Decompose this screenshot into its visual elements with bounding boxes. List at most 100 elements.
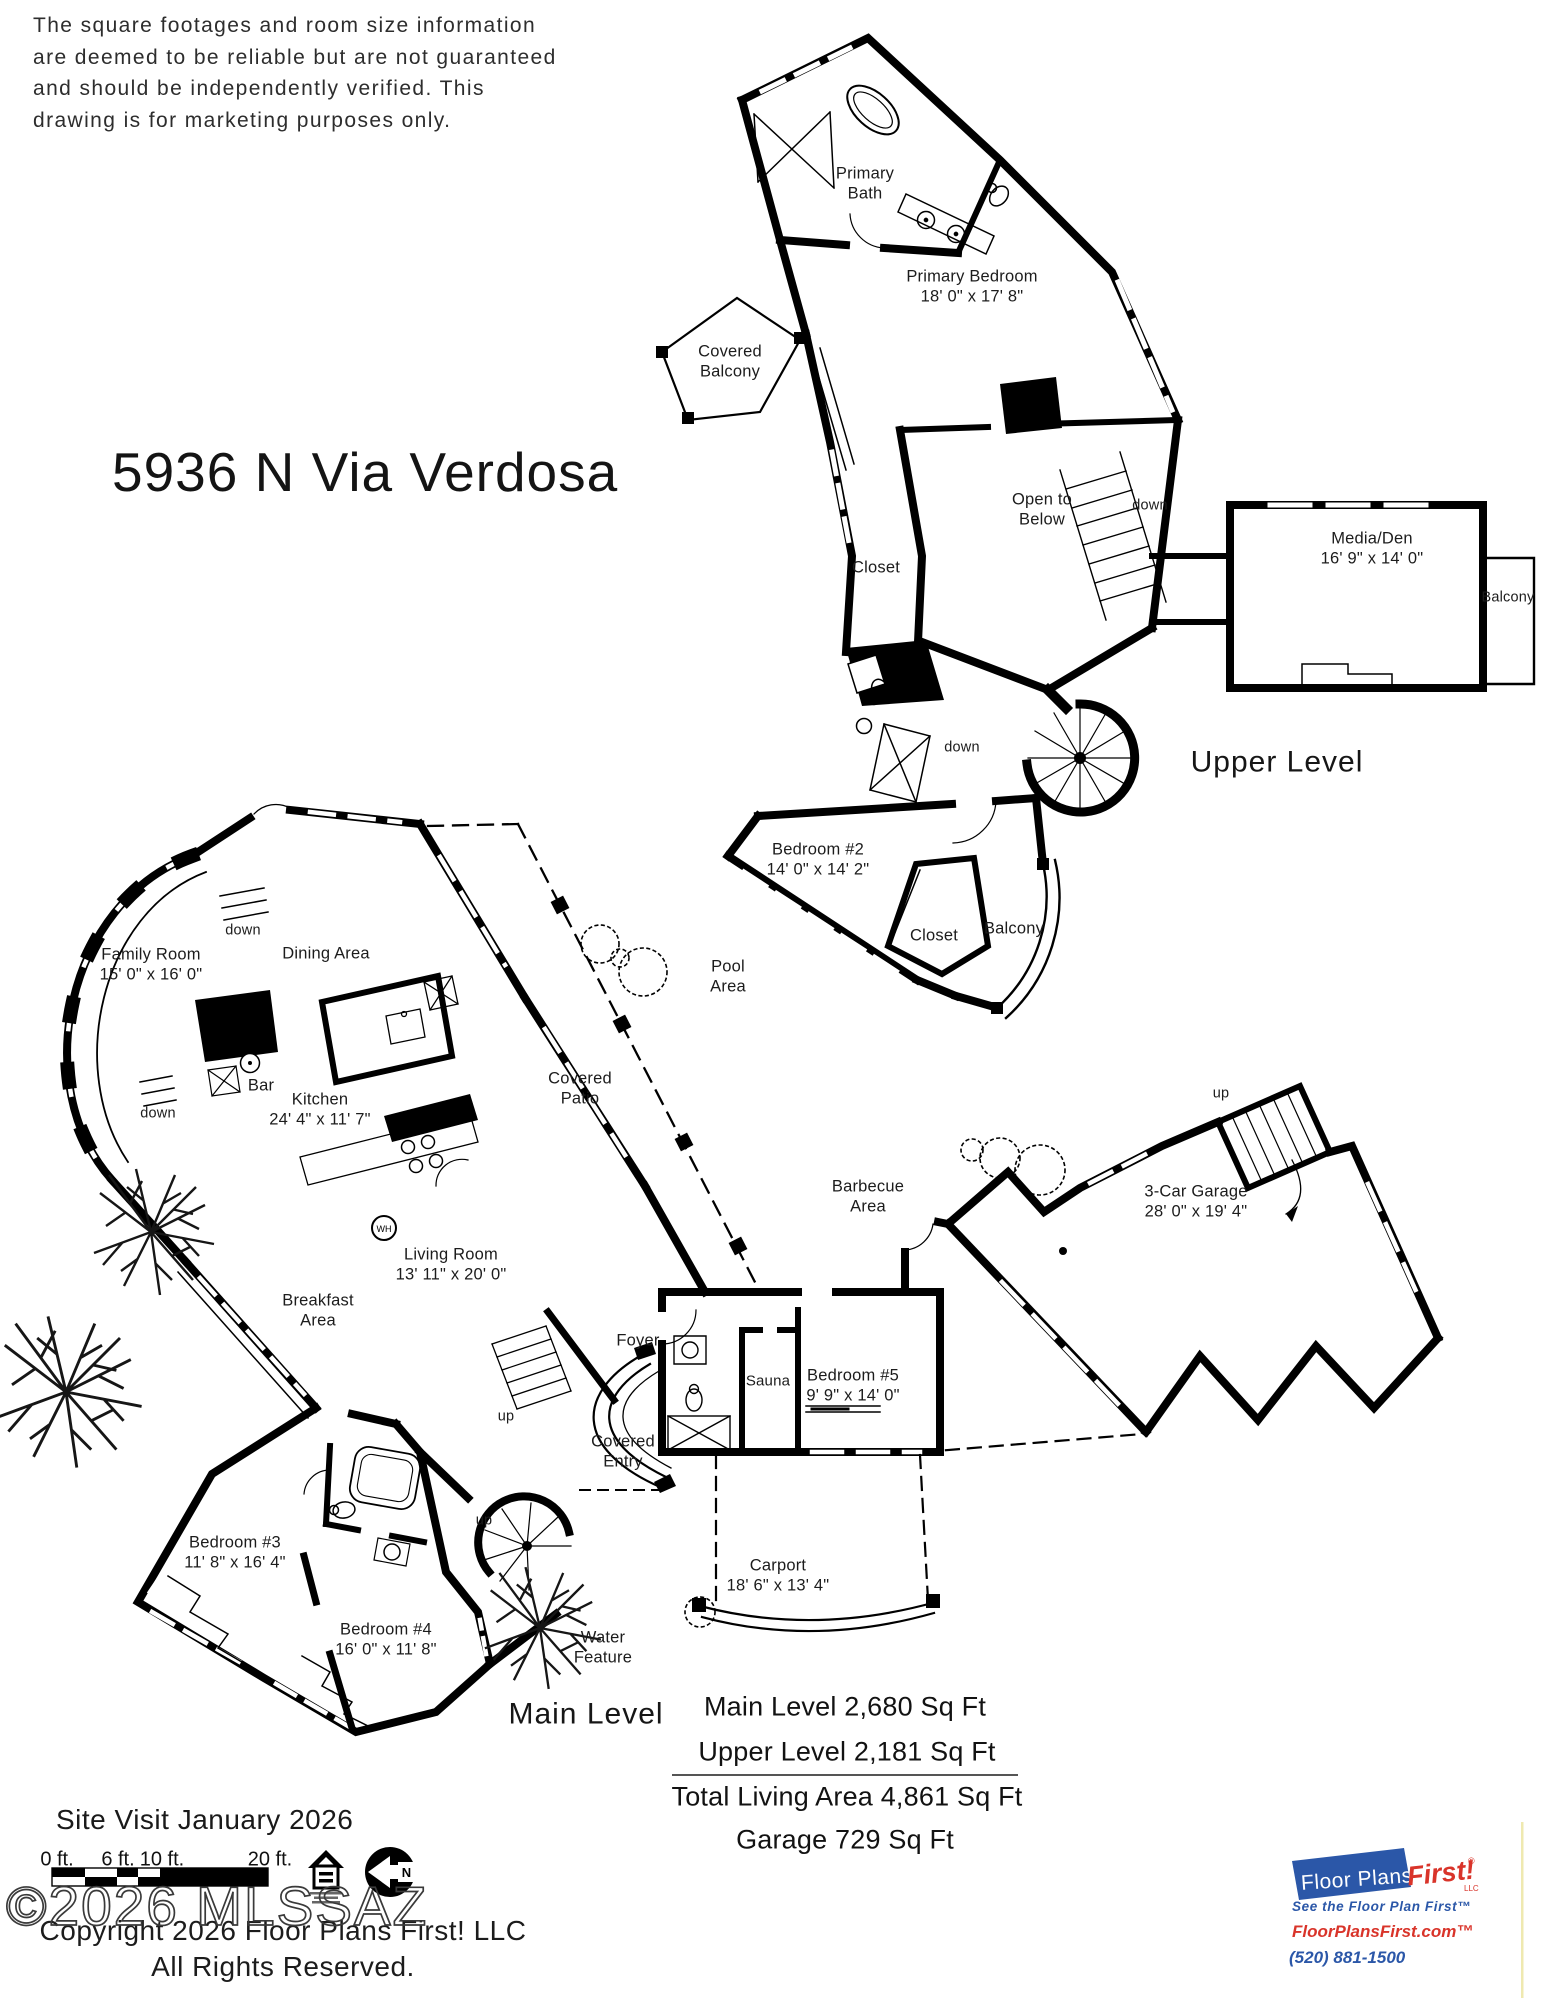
room-label-closet-primary: Closet bbox=[852, 558, 900, 577]
spiral-stairs-icon bbox=[1022, 699, 1140, 817]
disclaimer: The square footages and room size inform… bbox=[33, 10, 557, 136]
stairs-up-label: up bbox=[497, 1408, 515, 1425]
room-dims: 28' 0" x 19' 4" bbox=[1144, 1202, 1248, 1220]
stove-icon bbox=[299, 1094, 479, 1187]
powder-bath-fixtures bbox=[667, 1335, 731, 1451]
stairs-down-label: down bbox=[944, 739, 980, 756]
room-dims: 18' 6" x 13' 4" bbox=[726, 1576, 830, 1594]
summary-divider bbox=[672, 1774, 1018, 1776]
logo-phone: (520) 881-1500 bbox=[1289, 1948, 1406, 1967]
stairs-down-icon bbox=[1059, 451, 1167, 621]
room-dims: 18' 0" x 17' 8" bbox=[920, 287, 1024, 305]
stairs-down-label: down bbox=[1132, 497, 1168, 514]
stairs-up-icon bbox=[491, 1307, 619, 1410]
summary-total-sqft: Total Living Area 4,861 Sq Ft bbox=[671, 1781, 1023, 1812]
room-label-media-den: Media/Den 16' 9" x 14' 0" bbox=[1321, 530, 1424, 569]
svg-text:N: N bbox=[402, 1865, 411, 1880]
room-label-bedroom-2: Bedroom #2 14' 0" x 14' 2" bbox=[767, 841, 870, 880]
north-compass-icon: N bbox=[365, 1847, 415, 1897]
room-name: Bedroom #3 bbox=[189, 1533, 281, 1552]
bathtub-icon bbox=[846, 84, 900, 136]
room-label-garage: 3-Car Garage 28' 0" x 19' 4" bbox=[1144, 1183, 1247, 1222]
covered-balcony-rails bbox=[656, 296, 806, 424]
room-label-breakfast-area: Breakfast Area bbox=[282, 1291, 354, 1330]
room-label-primary-bath: Primary Bath bbox=[835, 164, 895, 203]
room-label-bedroom-5: Bedroom #5 9' 9" x 14' 0" bbox=[806, 1367, 899, 1406]
room-label-primary-bedroom: Primary Bedroom 18' 0" x 17' 8" bbox=[906, 268, 1037, 307]
disclaimer-line: The square footages and room size inform… bbox=[33, 14, 537, 37]
room-dims: 9' 9" x 14' 0" bbox=[806, 1386, 900, 1404]
shower-icon bbox=[752, 110, 836, 190]
step-lines bbox=[139, 887, 269, 1107]
spiral-stairs-icon-2 bbox=[474, 1492, 574, 1591]
upper-level-title: Upper Level bbox=[1190, 745, 1364, 779]
room-dims: 16' 0" x 11' 8" bbox=[335, 1640, 437, 1658]
room-label-balcony-media: Balcony bbox=[1481, 589, 1535, 606]
room-name: Primary Bedroom bbox=[906, 267, 1038, 286]
scale-tick-10: 10 ft. bbox=[139, 1848, 185, 1871]
brand-logo-shape bbox=[1292, 1848, 1411, 1900]
bathtub-icon-2 bbox=[348, 1446, 422, 1510]
room-label-barbecue-area: Barbecue Area bbox=[831, 1177, 905, 1216]
logo-website: FloorPlansFirst.com™ bbox=[1292, 1922, 1474, 1941]
room-label-water-feature: Water Feature bbox=[573, 1628, 633, 1667]
room-name: Bedroom #5 bbox=[807, 1366, 899, 1385]
summary-garage-sqft: Garage 729 Sq Ft bbox=[736, 1824, 954, 1855]
room-label-covered-patio: Covered Patio bbox=[548, 1069, 612, 1108]
room-label-kitchen: Kitchen 24' 4" x 11' 7" bbox=[269, 1091, 370, 1130]
page-edge-accent bbox=[1521, 1822, 1524, 1998]
equal-housing-icon bbox=[308, 1850, 344, 1904]
room-dims: 16' 9" x 14' 0" bbox=[1320, 549, 1424, 567]
room-name: 3-Car Garage bbox=[1144, 1182, 1248, 1201]
room-dims: 24' 4" x 11' 7" bbox=[269, 1110, 371, 1128]
stairs-up-label: up bbox=[475, 1512, 493, 1529]
scale-bar bbox=[51, 1867, 269, 1887]
room-name: Carport bbox=[749, 1556, 807, 1575]
disclaimer-line: and should be independently verified. Th… bbox=[33, 77, 485, 100]
patio-boundary bbox=[426, 822, 760, 1290]
summary-upper-sqft: Upper Level 2,181 Sq Ft bbox=[698, 1736, 996, 1767]
room-label-sauna: Sauna bbox=[745, 1372, 791, 1390]
balcony-rails-2 bbox=[991, 858, 1061, 1020]
room-dims: 13' 11" x 20' 0" bbox=[395, 1265, 507, 1283]
summary-main-sqft: Main Level 2,680 Sq Ft bbox=[703, 1691, 987, 1722]
room-label-dining-area: Dining Area bbox=[282, 944, 370, 963]
room-name: Media/Den bbox=[1331, 529, 1413, 548]
covered-entry-arcs bbox=[579, 1342, 676, 1493]
water-heater-label: WH bbox=[377, 1224, 392, 1234]
stairs-up-label: up bbox=[1212, 1085, 1230, 1102]
bathroom-fixtures-icon bbox=[855, 678, 932, 803]
room-label-open-to-below: Open to Below bbox=[1011, 490, 1073, 529]
room-dims: 11' 8" x 16' 4" bbox=[184, 1553, 286, 1571]
room-label-foyer: Foyer bbox=[616, 1331, 660, 1350]
disclaimer-line: drawing is for marketing purposes only. bbox=[33, 108, 452, 132]
toilet-icon bbox=[328, 1501, 411, 1567]
balcony-rails bbox=[1481, 556, 1536, 686]
scale-tick-0: 0 ft. bbox=[40, 1848, 74, 1871]
stairs-down-label: down bbox=[225, 922, 261, 939]
room-label-pool-area: Pool Area bbox=[710, 957, 746, 996]
room-label-closet-bed2: Closet bbox=[910, 926, 958, 945]
room-label-balcony-bed2: Balcony bbox=[983, 919, 1045, 938]
upper-level-plan bbox=[656, 33, 1536, 1020]
copyright-line-1: Copyright 2026 Floor Plans First! LLC bbox=[39, 1915, 527, 1946]
disclaimer-line: are deemed to be reliable but are not gu… bbox=[33, 45, 557, 69]
carport-boundary bbox=[692, 1432, 1144, 1633]
main-level-title: Main Level bbox=[508, 1697, 664, 1731]
room-label-carport: Carport 18' 6" x 13' 4" bbox=[727, 1557, 830, 1596]
copyright-line-2: All Rights Reserved. bbox=[151, 1951, 415, 1982]
zigzag-marks bbox=[166, 1574, 370, 1728]
vanity-icon bbox=[897, 182, 1010, 256]
logo-llc: LLC bbox=[1464, 1884, 1479, 1893]
scale-tick-20: 20 ft. bbox=[247, 1848, 293, 1871]
room-label-covered-entry: Covered Entry bbox=[591, 1432, 655, 1471]
mls-watermark: ©2026 MLSSAZ bbox=[5, 1874, 429, 1938]
room-label-family-room: Family Room 15' 0" x 16' 0" bbox=[100, 946, 203, 985]
room-label-bedroom-4: Bedroom #4 16' 0" x 11' 8" bbox=[335, 1621, 436, 1660]
stairs-down-label: down bbox=[140, 1105, 176, 1122]
property-address: 5936 N Via Verdosa bbox=[112, 441, 619, 503]
water-heater-icon bbox=[371, 1215, 397, 1241]
room-label-bar: Bar bbox=[247, 1076, 275, 1095]
